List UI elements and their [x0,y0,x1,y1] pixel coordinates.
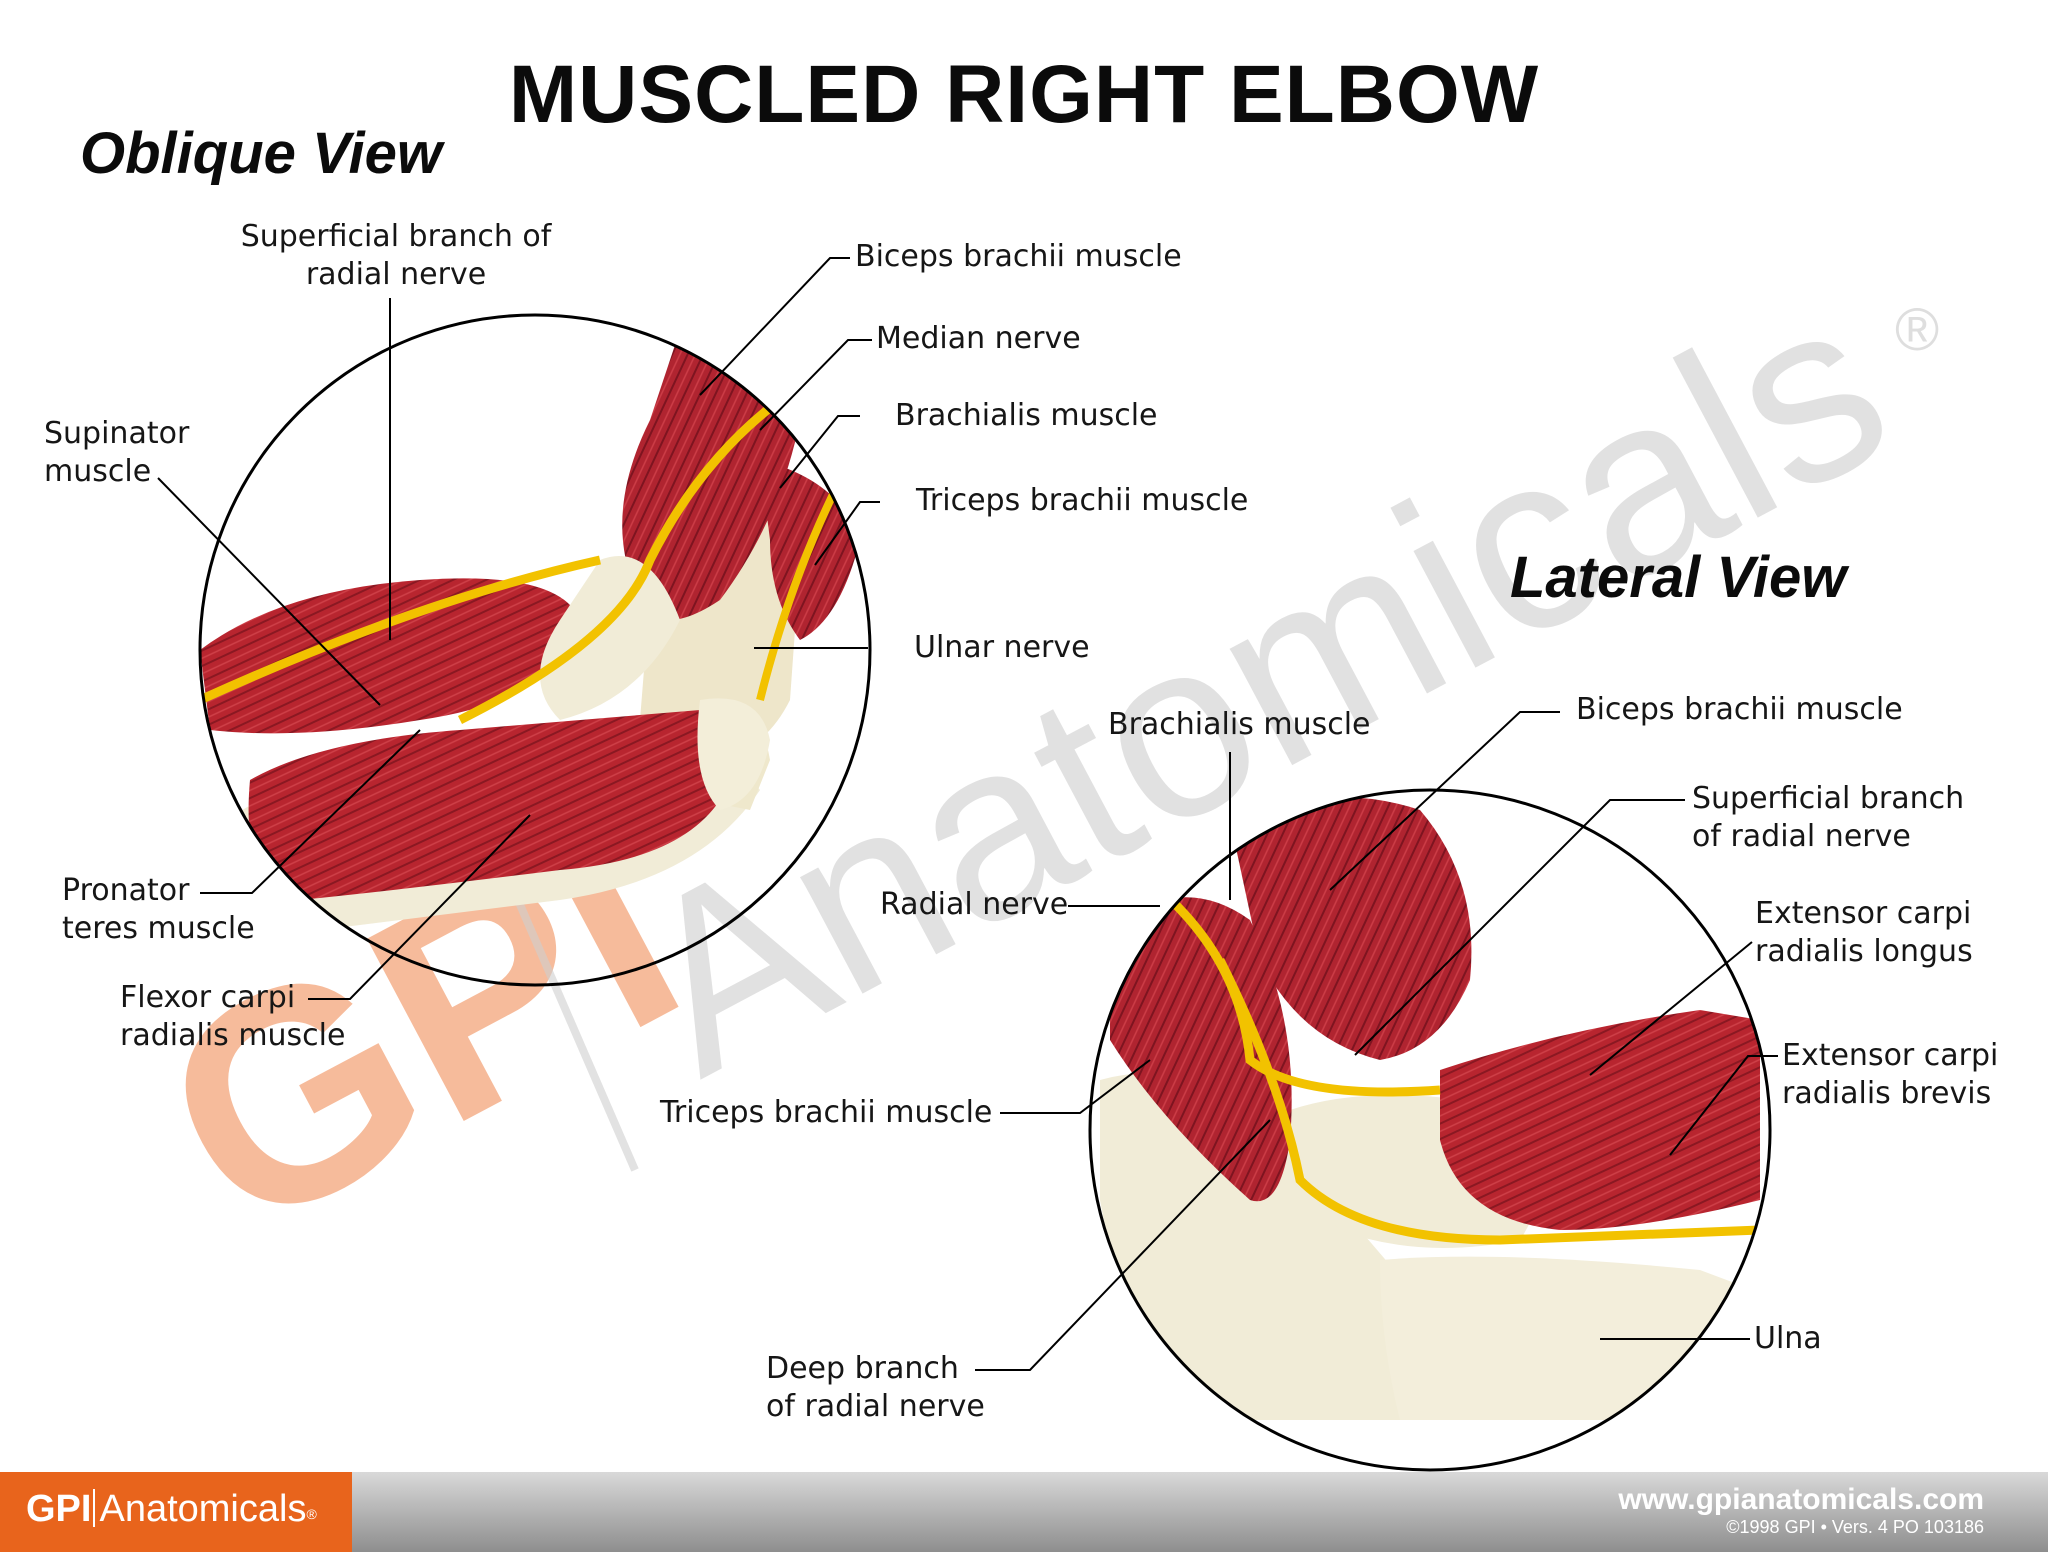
label-lateral-radial-nerve: Radial nerve [880,887,1069,922]
footer-logo-gpi: GPI [26,1488,92,1530]
label-oblique-supinator: Supinator muscle [44,416,190,489]
label-lateral-ecrb: Extensor carpi radialis brevis [1782,1038,1999,1111]
footer-logo-divider [93,1489,96,1527]
footer-logo-reg: ® [306,1506,317,1522]
watermark-reg: ® [1895,296,1939,363]
footer-logo-name: Anatomicals [99,1488,307,1530]
label-lateral-ulna: Ulna [1754,1321,1822,1356]
watermark-divider [501,868,639,1172]
footer-copyright: ©1998 GPI • Vers. 4 PO 103186 [1726,1517,1984,1537]
lateral-view-heading: Lateral View [1510,545,1847,610]
label-oblique-flexor-carpi: Flexor carpi radialis muscle [120,980,346,1053]
oblique-view-heading: Oblique View [80,121,443,186]
label-lateral-ecrl: Extensor carpi radialis longus [1755,896,1973,969]
oblique-model [200,330,860,940]
page-title: MUSCLED RIGHT ELBOW [508,49,1540,140]
label-oblique-superficial-branch: Superficial branch of radial nerve [240,219,552,292]
label-oblique-brachialis: Brachialis muscle [895,398,1158,433]
footer-bar [352,1472,2048,1552]
label-oblique-pronator-teres: Pronator teres muscle [62,873,255,946]
lateral-leader-lines [975,711,1778,1371]
footer-website: www.gpianatomicals.com [1618,1483,1984,1516]
label-oblique-ulnar-nerve: Ulnar nerve [914,630,1090,665]
label-oblique-biceps: Biceps brachii muscle [855,239,1182,274]
label-oblique-median-nerve: Median nerve [876,321,1081,356]
label-lateral-superficial-branch: Superficial branch of radial nerve [1692,781,1965,854]
lateral-model [1100,797,1770,1420]
footer-brand-bar [0,1472,352,1552]
label-lateral-deep-branch: Deep branch of radial nerve [766,1351,985,1424]
label-lateral-triceps: Triceps brachii muscle [660,1095,993,1130]
label-lateral-brachialis: Brachialis muscle [1108,707,1371,742]
label-lateral-biceps: Biceps brachii muscle [1576,692,1903,727]
oblique-leader-lines [157,257,880,1000]
label-oblique-triceps: Triceps brachii muscle [916,483,1249,518]
